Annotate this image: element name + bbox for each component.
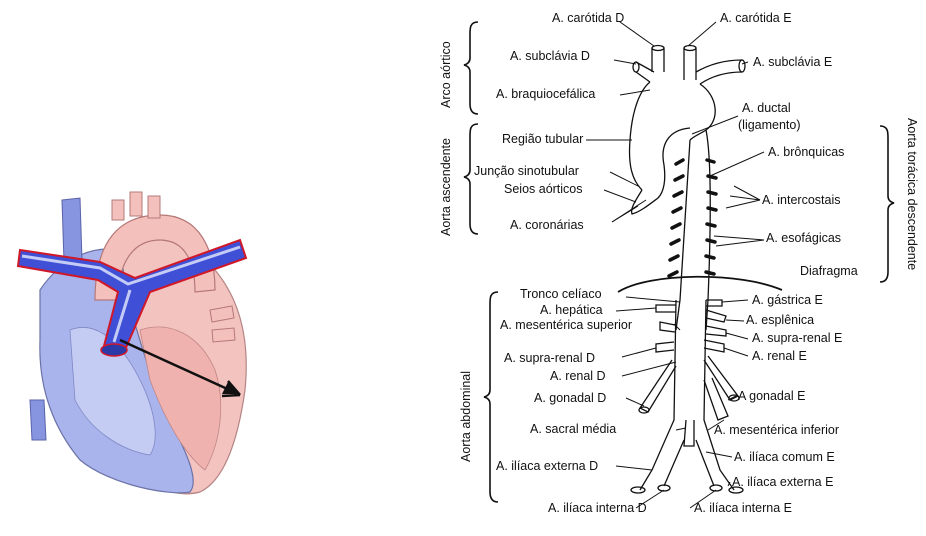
pulmonary-veins [209, 305, 236, 343]
carotid-left-vessel [683, 48, 697, 80]
arch-branch-2 [129, 191, 143, 217]
pulmonary-trunk-highlight [112, 289, 132, 343]
label-renal-left: A. renal E [752, 349, 807, 363]
label-left-gastric: A. gástrica E [752, 293, 823, 307]
bracket-descending [879, 125, 895, 283]
label-renal-right: A. renal D [550, 369, 606, 383]
group-label-ascending: Aorta ascendente [439, 138, 453, 236]
label-esophageal: A. esofágicas [766, 231, 841, 245]
carotid-left-opening [683, 44, 697, 52]
label-internal-iliac-left: A. ilíaca interna E [694, 501, 792, 515]
label-splenic: A. esplênica [746, 313, 814, 327]
arch-branch-3 [147, 195, 161, 219]
label-hepatic: A. hepática [540, 303, 603, 317]
label-tubular-region: Região tubular [502, 132, 583, 146]
bracket-abdominal [483, 291, 499, 503]
label-suprarenal-right: A. supra-renal D [504, 351, 595, 365]
subclavian-right-opening [632, 61, 640, 73]
abdominal-aorta-left-wall [639, 299, 677, 491]
label-carotid-left: A. carótida E [720, 11, 792, 25]
label-carotid-right: A. carótida D [552, 11, 624, 25]
labels: A. carótida D A. carótida E A. subclávia… [439, 11, 919, 515]
group-label-arch: Arco aórtico [439, 41, 453, 108]
subclavian-left-vessel [695, 59, 743, 85]
bracket-arch [463, 21, 479, 115]
label-gonadal-right: A. gonadal D [534, 391, 606, 405]
descending-aorta-left-wall [675, 139, 691, 331]
label-suprarenal-left: A. supra-renal E [752, 331, 842, 345]
label-aortic-sinuses: Seios aórticos [504, 182, 583, 196]
iliac-internal-right-opening [657, 484, 671, 492]
aortic-arch [94, 214, 216, 301]
label-celiac-trunk: Tronco celíaco [520, 287, 602, 301]
ascending-bulb [630, 164, 666, 215]
vena-cava [61, 197, 83, 263]
group-label-descending: Aorta torácica descendente [905, 118, 919, 270]
label-bronchial: A. brônquicas [768, 145, 844, 159]
label-coronaries: A. coronárias [510, 218, 584, 232]
pointer-arrow-head-2 [221, 380, 241, 398]
label-gonadal-left: A gonadal E [738, 389, 805, 403]
iliac-inner [663, 439, 715, 487]
leader-lines [586, 21, 765, 509]
iliac-external-right-opening [630, 486, 646, 494]
pointer-arrow-line [119, 338, 235, 394]
iliac-internal-left-opening [709, 484, 723, 492]
label-diaphragm: Diafragma [800, 264, 858, 278]
intercostal-stubs [667, 158, 718, 278]
group-label-abdominal: Aorta abdominal [459, 371, 473, 462]
subclavian-left-opening [738, 59, 746, 73]
arch-branch-1 [111, 199, 125, 221]
carotid-right-vessel [651, 48, 665, 72]
iliac-external-left-opening [728, 486, 744, 494]
label-external-iliac-left: A. ilíaca externa E [732, 475, 833, 489]
subclavian-right-vessel [635, 61, 655, 83]
label-subclavian-right: A. subclávia D [510, 49, 590, 63]
bracket-ascending [463, 123, 479, 235]
label-subclavian-left: A. subclávia E [753, 55, 832, 69]
abdominal-aorta-right-wall [703, 299, 735, 491]
heart-inner-pink [139, 326, 222, 471]
pulmonary-artery-highlight [21, 245, 241, 286]
label-inferior-mesenteric: A. mesentérica inferior [714, 423, 839, 437]
pulmonary-artery [16, 238, 248, 352]
label-internal-iliac-right: A. ilíaca interna D [548, 501, 647, 515]
label-superior-mesenteric: A. mesentérica superior [500, 318, 632, 332]
carotid-right-opening [651, 44, 665, 52]
label-sinotubular-junction: Junção sinotubular [474, 164, 579, 178]
label-ductal-1: A. ductal [742, 101, 791, 115]
diaphragm-line [617, 275, 783, 293]
pulmonary-trunk-opening [100, 343, 128, 357]
label-brachiocephalic: A. braquiocefálica [496, 87, 595, 101]
arch-inner-curve [662, 127, 691, 166]
vena-cava-lower [29, 399, 47, 441]
heart-illustration [16, 191, 248, 495]
label-intercostal: A. intercostais [762, 193, 841, 207]
label-common-iliac-left: A. ilíaca comum E [734, 450, 835, 464]
aorta-diagram [463, 21, 895, 509]
label-external-iliac-right: A. ilíaca externa D [496, 459, 598, 473]
label-ductal-2: (ligamento) [738, 118, 801, 132]
label-median-sacral: A. sacral média [530, 422, 616, 436]
aortic-arch-outline [628, 81, 716, 191]
abdominal-branches [638, 299, 740, 447]
pointer-arrow-head [222, 382, 238, 394]
